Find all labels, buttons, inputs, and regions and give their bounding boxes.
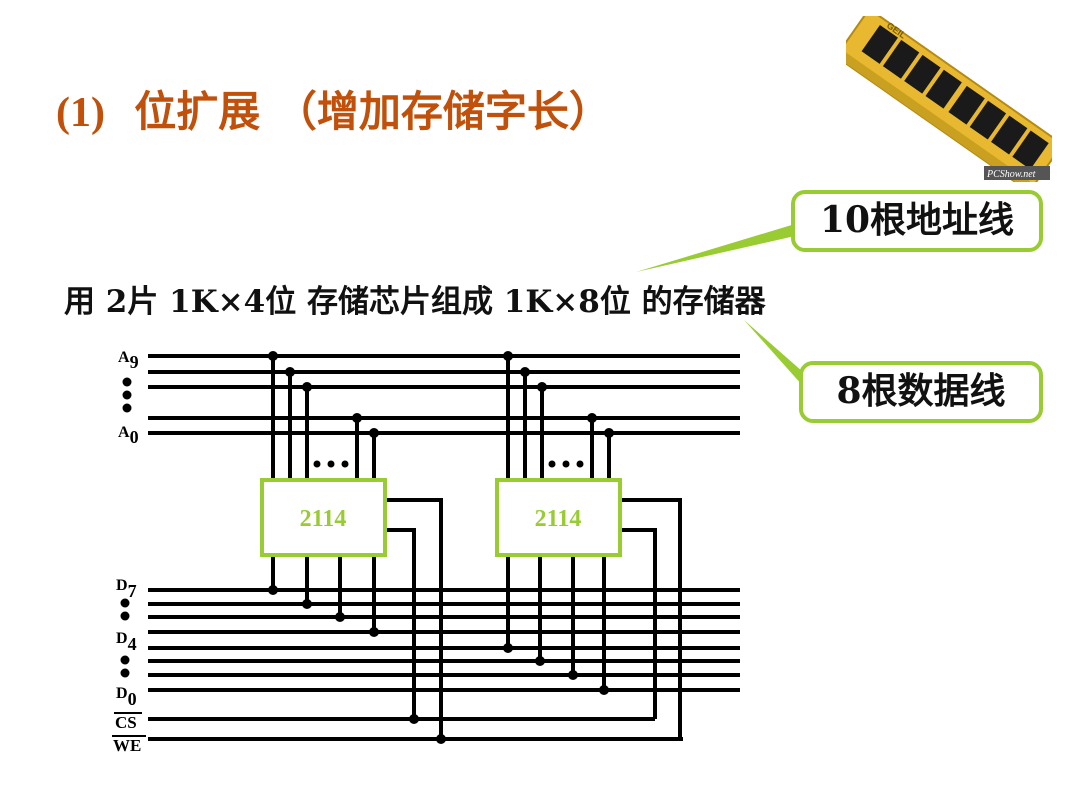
data-callout-pointer xyxy=(744,320,803,386)
module-watermark: PCShow.net xyxy=(986,169,1036,180)
chip-1-label: 2114 xyxy=(300,506,347,532)
problem-statement: 用 2片 1K×4位 存储芯片组成 1K×8位 的存储器 xyxy=(64,284,766,320)
memory-module-image: GEIL PCShow.net xyxy=(846,16,1052,182)
address-callout-pointer xyxy=(636,224,795,272)
label-a0: A0 xyxy=(118,424,139,447)
chip-2: 2114 xyxy=(495,478,622,557)
chip-2-label: 2114 xyxy=(535,506,582,532)
label-we: WE xyxy=(113,736,141,755)
label-a9: A9 xyxy=(118,349,139,372)
page-title: (1) 位扩展 （增加存储字长） xyxy=(56,78,611,139)
title-number: (1) xyxy=(56,90,105,136)
label-d0: D0 xyxy=(116,685,137,709)
label-cs: CS xyxy=(115,713,137,732)
label-d7: D7 xyxy=(116,577,137,601)
chip-1: 2114 xyxy=(260,478,387,557)
title-text: 位扩展 （增加存储字长） xyxy=(134,87,611,136)
address-lines-callout: 10根地址线 xyxy=(791,190,1043,252)
data-lines-callout: 8根数据线 xyxy=(799,361,1043,423)
label-d4: D4 xyxy=(116,630,137,654)
